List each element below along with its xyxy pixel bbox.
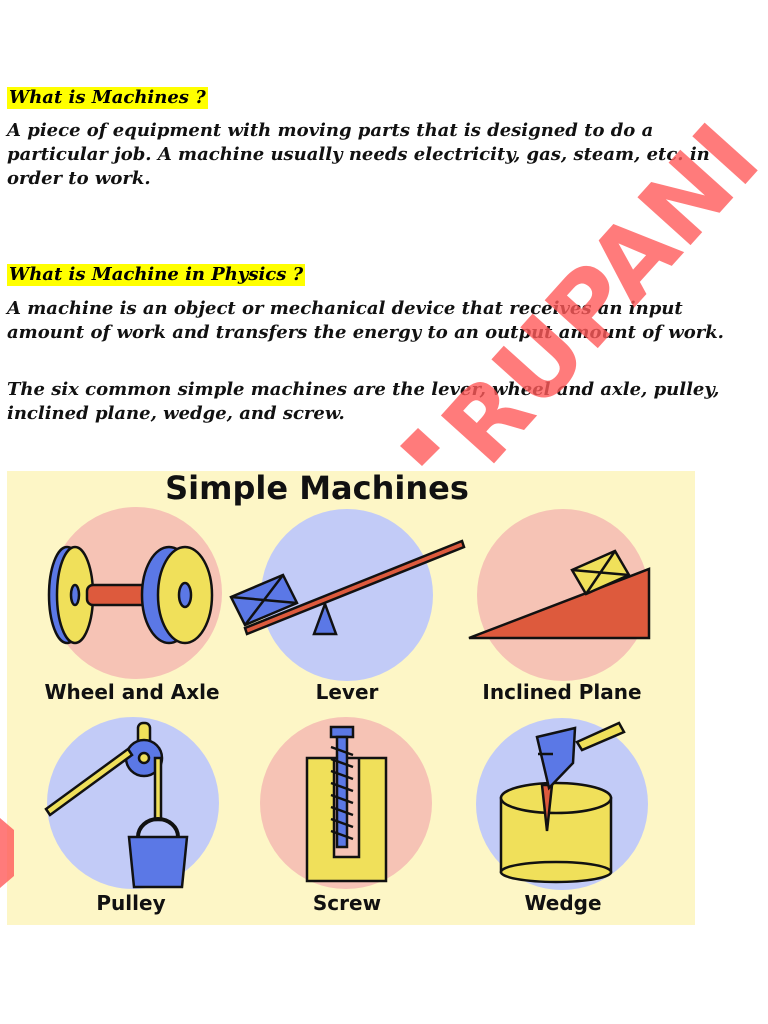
label-wheel-and-axle: Wheel and Axle <box>44 680 219 704</box>
label-pulley: Pulley <box>96 891 165 915</box>
label-lever: Lever <box>316 680 379 704</box>
inclined-plane-icon <box>468 549 651 640</box>
label-wedge: Wedge <box>524 891 601 915</box>
simple-machines-figure: Simple Machines <box>44 471 651 915</box>
section-heading-machine-in-physics: What is Machine in Physics ? <box>7 264 306 286</box>
wedge-icon <box>499 721 626 884</box>
six-machines-paragraph: The six common simple machines are the l… <box>7 379 720 424</box>
pulley-icon <box>44 721 189 889</box>
wheel-and-axle-icon <box>47 545 214 645</box>
watermark-fragment <box>400 428 440 466</box>
screw-icon <box>305 725 388 883</box>
lever-icon <box>229 539 466 636</box>
section-heading-what-is-machines: What is Machines ? <box>7 87 208 109</box>
physics-definition-paragraph: A machine is an object or mechanical dev… <box>7 298 724 343</box>
label-inclined-plane: Inclined Plane <box>482 680 641 704</box>
infographic-title: Simple Machines <box>165 471 469 507</box>
definition-paragraph: A piece of equipment with moving parts t… <box>7 120 710 189</box>
label-screw: Screw <box>313 891 381 915</box>
simple-machines-infographic: Simple Machines <box>7 471 695 925</box>
